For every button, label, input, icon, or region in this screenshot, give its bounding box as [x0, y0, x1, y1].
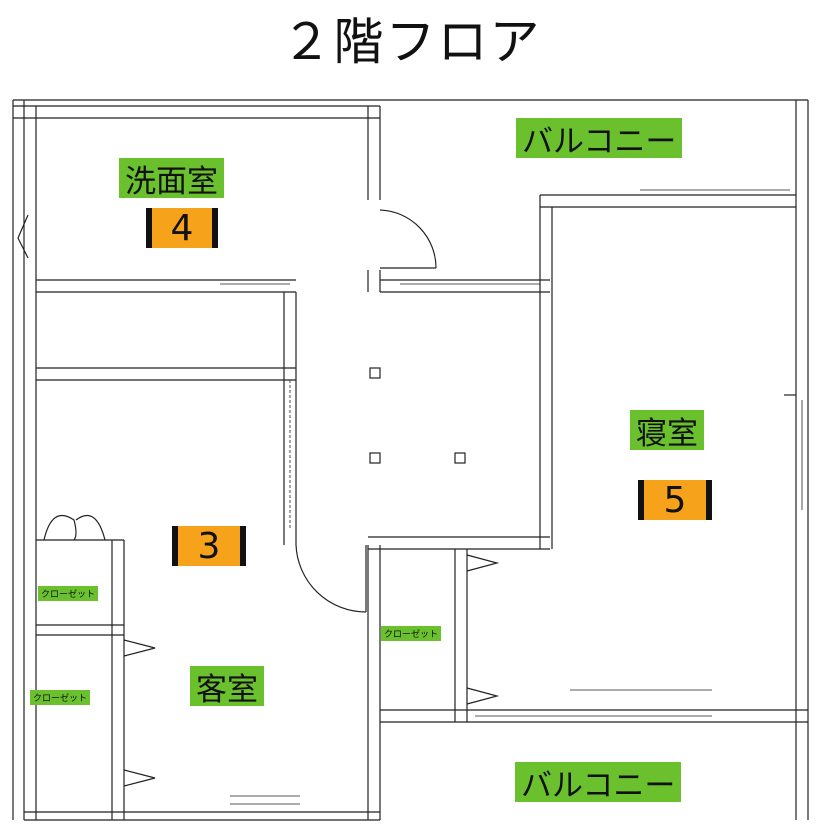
- closet-label-upper: クローゼット: [38, 586, 99, 601]
- hall-markers: [369, 367, 466, 464]
- page-title: ２階フロア: [281, 13, 542, 71]
- room-number-bedroom: 5: [638, 480, 712, 521]
- washroom-walls: [17, 106, 550, 293]
- closet-label-lower: クローゼット: [30, 690, 91, 705]
- room-label-bedroom: 寝室: [630, 410, 704, 452]
- balcony-label-top: バルコニー: [516, 118, 683, 160]
- room-label-washroom: 洗面室: [119, 158, 224, 200]
- outer-walls: [12, 99, 809, 821]
- closet-label-middle: クローゼット: [381, 626, 442, 641]
- bedroom-walls: [454, 189, 803, 722]
- guest-walls: [36, 292, 550, 820]
- room-number-washroom: 4: [146, 208, 218, 249]
- room-number-guest: 3: [172, 526, 246, 567]
- balcony-label-bottom: バルコニー: [515, 762, 682, 804]
- room-label-guest: 客室: [190, 666, 264, 708]
